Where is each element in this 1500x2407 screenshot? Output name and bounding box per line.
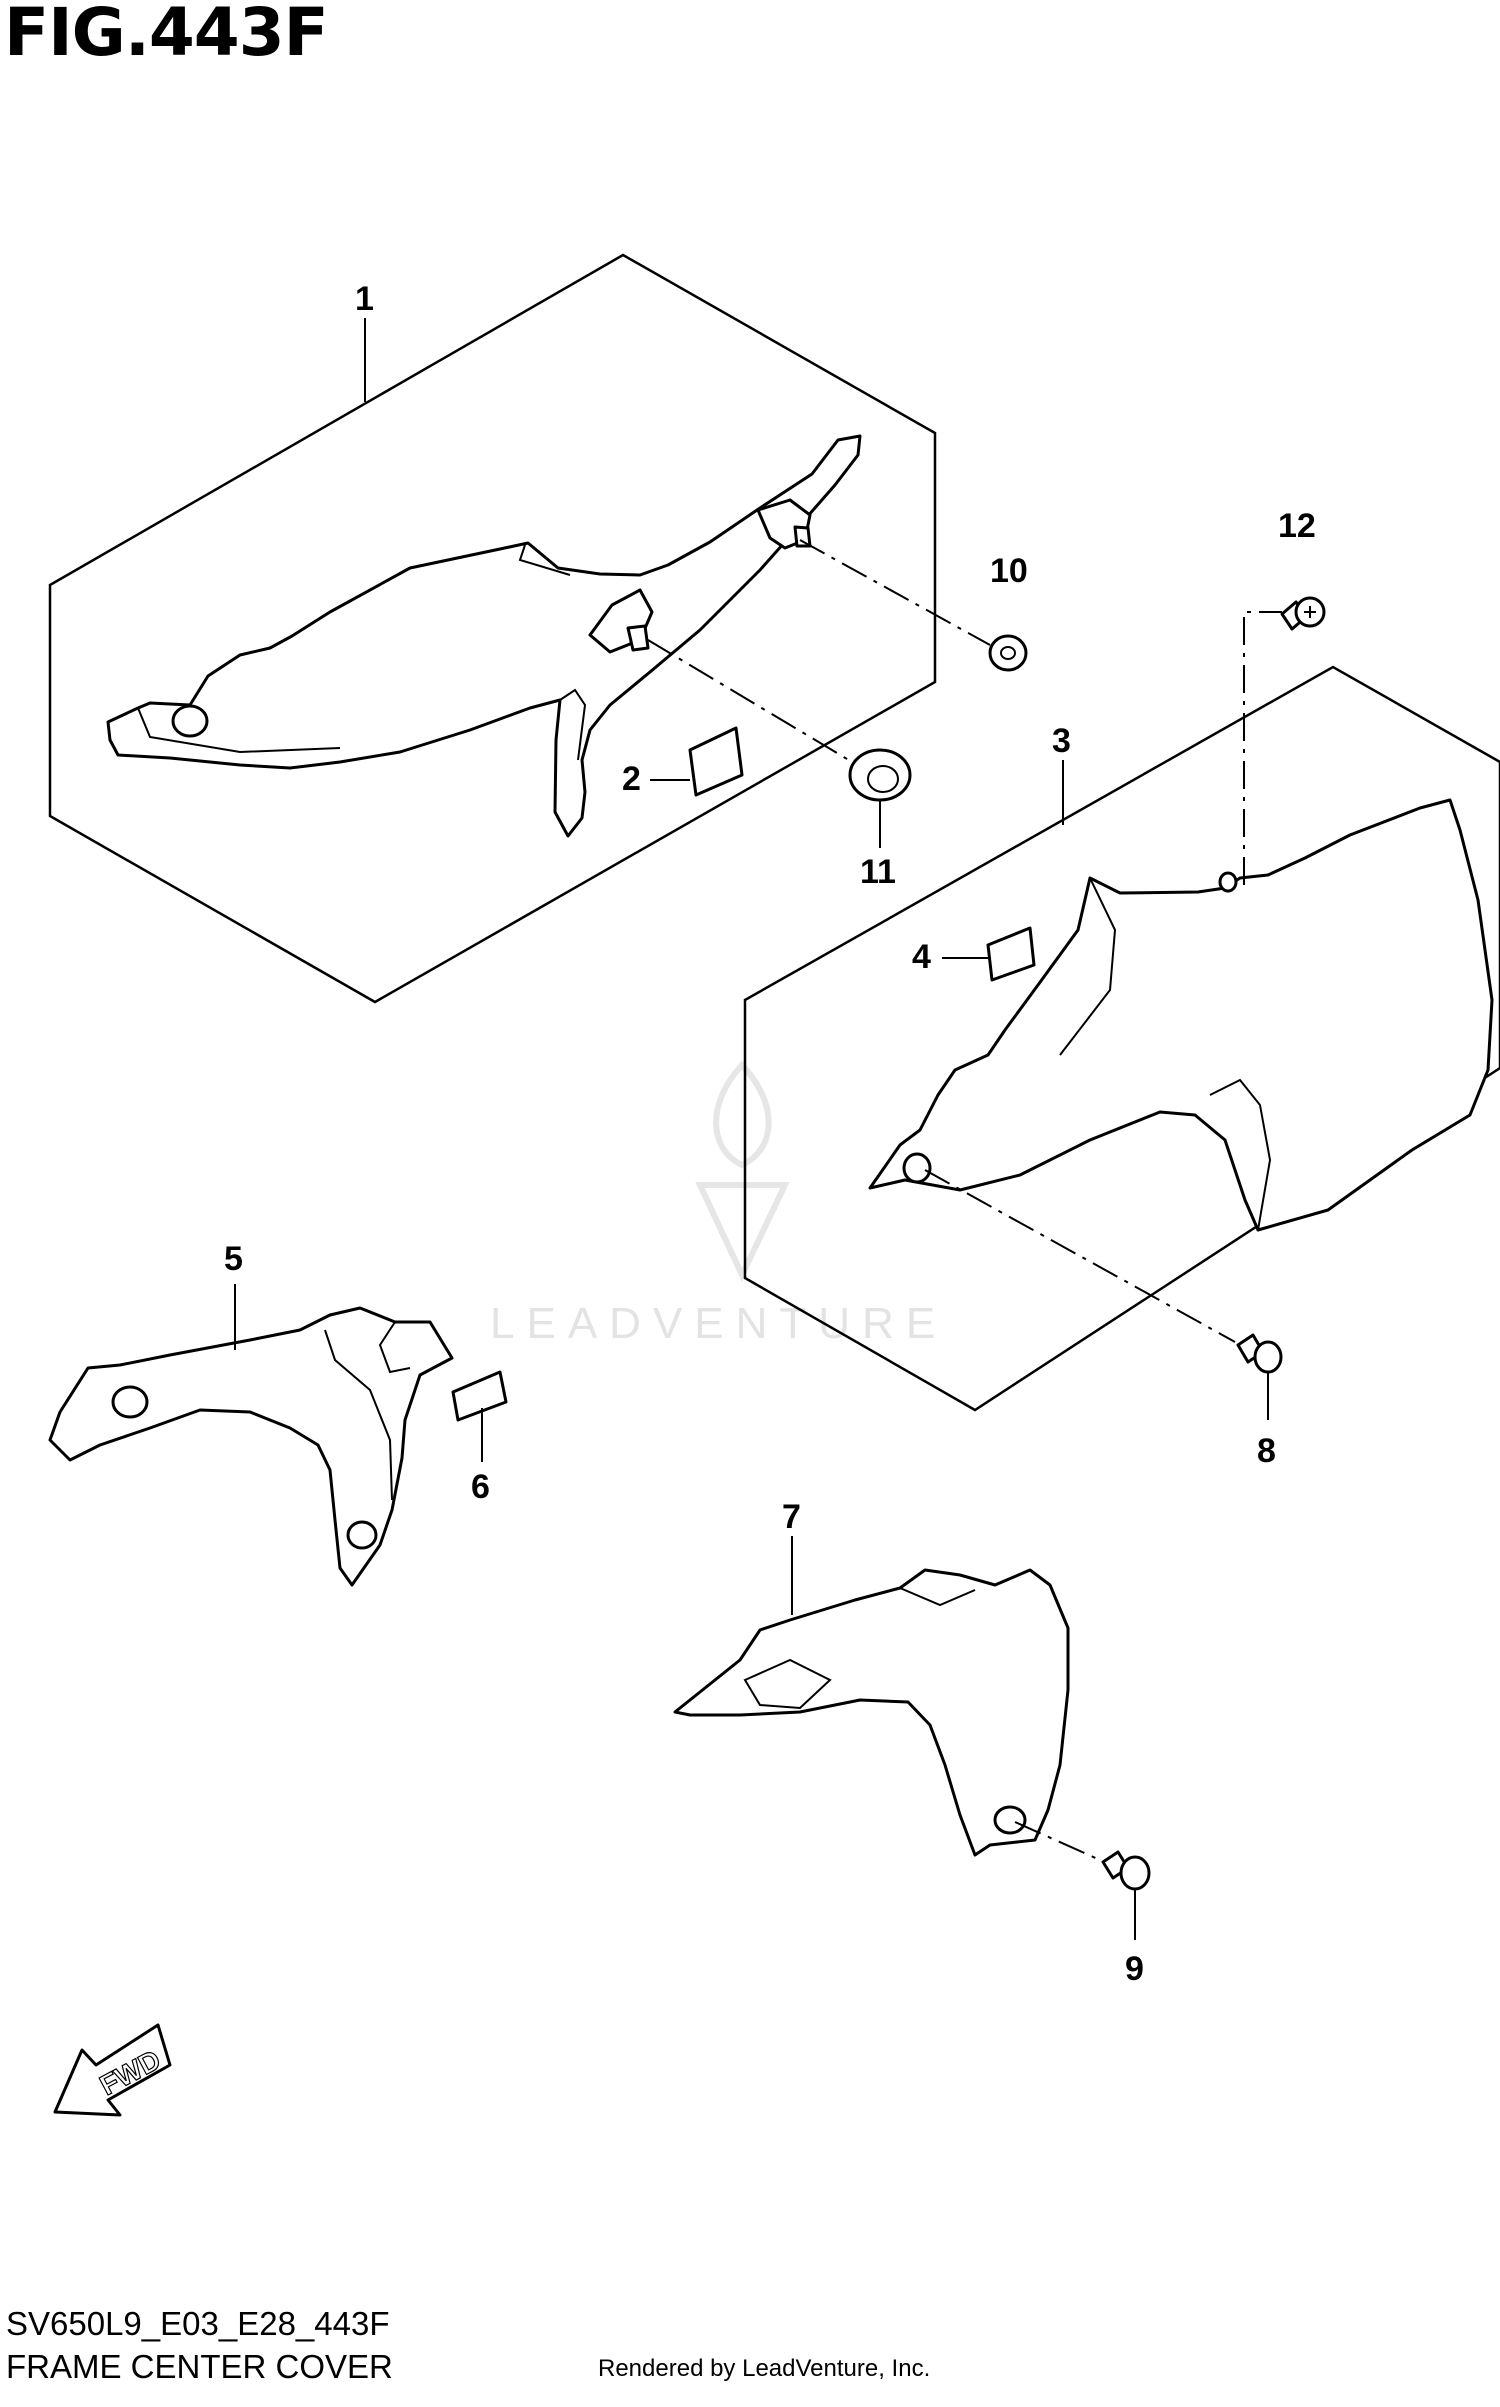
callout-6: 6 — [471, 1468, 490, 1506]
callout-11: 11 — [860, 853, 896, 891]
assembly-line-10 — [799, 539, 991, 646]
part-10-grommet — [988, 634, 1028, 672]
diagram-code: SV650L9_E03_E28_443F — [6, 2305, 390, 2342]
callout-9: 9 — [1125, 1950, 1144, 1988]
watermark-text: LEADVENTURE — [490, 1299, 947, 1348]
part-6-label: 6 — [451, 1370, 508, 1506]
callout-8: 8 — [1257, 1432, 1276, 1470]
assembly-line-11 — [647, 639, 853, 763]
part-5-frame-cover — [48, 1306, 454, 1587]
callout-12: 12 — [1278, 507, 1316, 545]
callout-3: 3 — [1052, 722, 1071, 760]
callout-5: 5 — [224, 1240, 243, 1278]
part-7-frame-cover — [673, 1568, 1070, 1857]
assembly-line-8 — [924, 1169, 1236, 1343]
assembly-line-9 — [1014, 1821, 1101, 1861]
render-credit: Rendered by LeadVenture, Inc. — [598, 2355, 931, 2382]
part-3-frame-cover — [868, 798, 1494, 1232]
callout-1: 1 — [355, 280, 374, 318]
part-9-bolt — [1101, 1850, 1151, 1891]
part-1-frame-cover — [106, 434, 862, 838]
forward-arrow-icon: FWD — [53, 2023, 172, 2117]
callout-2: 2 — [622, 760, 641, 798]
callout-7: 7 — [782, 1498, 801, 1536]
group-box-1 — [48, 253, 937, 1004]
part-8-bolt — [1236, 1333, 1283, 1374]
figure-title: FIG.443F — [4, 0, 329, 71]
leadventure-watermark: LEADVENTURE — [490, 1060, 947, 1348]
part-4-label: 4 — [912, 926, 1036, 982]
callout-4: 4 — [912, 938, 931, 976]
group-box-3 — [743, 665, 1500, 1412]
part-12-bolt — [1280, 596, 1326, 631]
assembly-line-12 — [1243, 611, 1282, 885]
diagram-name: FRAME CENTER COVER — [6, 2348, 393, 2385]
part-2-label: 2 — [622, 726, 744, 798]
part-11-grommet — [848, 748, 912, 802]
callout-10: 10 — [990, 552, 1028, 590]
